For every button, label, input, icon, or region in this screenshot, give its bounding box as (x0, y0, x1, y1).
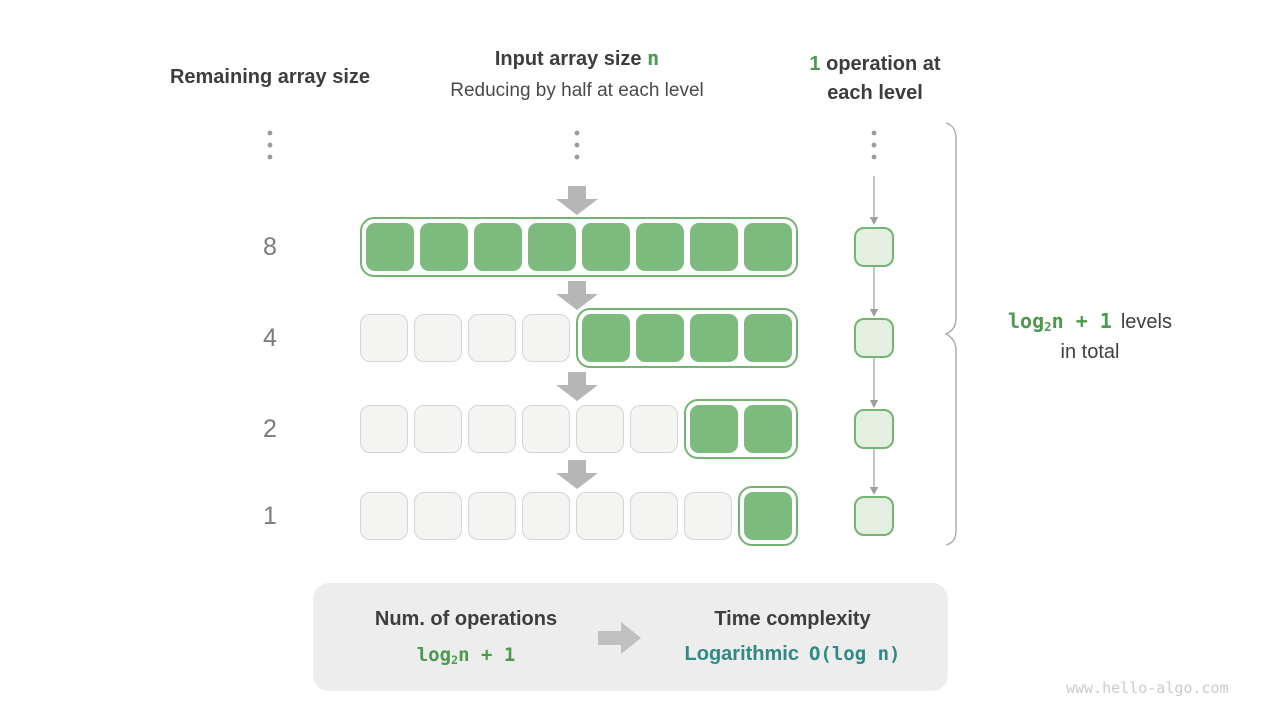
right-arrow-icon (598, 622, 641, 654)
array-cell-inactive (414, 492, 462, 540)
header-reduce-note: Reducing by half at each level (450, 80, 704, 101)
ellipsis-icon (871, 130, 877, 160)
array-cell-active (636, 223, 684, 271)
levels-formula: log2n + 1 (1008, 309, 1112, 335)
level-size-label: 1 (263, 502, 277, 530)
formula-log: log (416, 644, 452, 666)
header-operations-text: operation at each level (820, 53, 941, 104)
formula-rest: n + 1 (458, 644, 516, 666)
array-cell-active (744, 492, 792, 540)
summary-complexity-value: Logarithmic O(log n) (645, 643, 940, 666)
down-arrow-icon (556, 186, 598, 215)
array-cell-active (744, 405, 792, 453)
array-row (360, 217, 798, 277)
header-remaining-size: Remaining array size (169, 66, 371, 88)
formula-sub: 2 (451, 652, 459, 667)
array-cell-active (366, 223, 414, 271)
down-arrow-icon (556, 372, 598, 401)
array-row (360, 399, 798, 459)
header-input-size-text: Input array size (494, 48, 648, 70)
levels-suffix: levels (1120, 311, 1172, 333)
active-subarray-outline (738, 486, 798, 546)
array-cell-active (744, 223, 792, 271)
summary-operations: Num. of operations log2n + 1 (321, 583, 611, 667)
level-size-label: 2 (263, 415, 277, 443)
summary-complexity-title: Time complexity (714, 608, 871, 630)
header-input-size-n: n (647, 46, 660, 70)
array-cell-inactive (414, 314, 462, 362)
operation-square (854, 318, 894, 358)
header-input-size: Input array size n Reducing by half at e… (427, 46, 727, 102)
array-cell-inactive (684, 492, 732, 540)
array-cell-inactive (360, 314, 408, 362)
brace-icon (944, 122, 957, 546)
header-input-size-line1: Input array size n (427, 46, 727, 71)
header-operations-count: 1 (809, 53, 821, 75)
array-cell-inactive (360, 492, 408, 540)
active-subarray-outline (576, 308, 798, 368)
formula-sub: 2 (1044, 319, 1052, 335)
flow-arrow-icon (869, 358, 879, 408)
flow-arrow-icon (869, 176, 879, 225)
array-cell-inactive (522, 314, 570, 362)
complexity-name: Logarithmic (684, 643, 799, 665)
array-row (360, 308, 798, 368)
array-cell-inactive (468, 405, 516, 453)
operation-square (854, 227, 894, 267)
array-cell-active (690, 223, 738, 271)
brace-label-line1: log2n + 1 levels (990, 309, 1190, 334)
brace-label: log2n + 1 levels in total (990, 309, 1190, 364)
array-cell-inactive (360, 405, 408, 453)
header-operations: 1 operation at each level (790, 50, 960, 108)
array-cell-inactive (630, 405, 678, 453)
level-size-label: 4 (263, 324, 277, 352)
active-subarray-outline (684, 399, 798, 459)
summary-complexity: Time complexity Logarithmic O(log n) (645, 583, 940, 666)
array-cell-active (636, 314, 684, 362)
array-cell-inactive (576, 405, 624, 453)
ellipsis-icon (267, 130, 273, 160)
array-cell-inactive (522, 492, 570, 540)
array-cell-active (420, 223, 468, 271)
array-cell-active (690, 314, 738, 362)
array-cell-inactive (522, 405, 570, 453)
array-cell-inactive (468, 314, 516, 362)
ellipsis-icon (574, 130, 580, 160)
watermark: www.hello-algo.com (1066, 679, 1229, 697)
active-subarray-outline (360, 217, 798, 277)
brace-label-line2: in total (1060, 341, 1120, 364)
array-cell-active (528, 223, 576, 271)
array-cell-inactive (630, 492, 678, 540)
level-size-label: 8 (263, 233, 277, 261)
array-cell-inactive (576, 492, 624, 540)
array-cell-inactive (414, 405, 462, 453)
summary-operations-title: Num. of operations (374, 608, 558, 630)
operation-square (854, 409, 894, 449)
down-arrow-icon (556, 460, 598, 489)
array-cell-inactive (468, 492, 516, 540)
operation-square (854, 496, 894, 536)
array-cell-active (690, 405, 738, 453)
summary-operations-formula: log2n + 1 (321, 644, 611, 667)
flow-arrow-icon (869, 267, 879, 317)
array-row (360, 486, 798, 546)
array-cell-active (582, 223, 630, 271)
down-arrow-icon (556, 281, 598, 310)
formula-rest: n + 1 (1051, 309, 1112, 333)
flow-arrow-icon (869, 449, 879, 495)
array-cell-active (582, 314, 630, 362)
complexity-big-o: O(log n) (808, 643, 901, 665)
array-cell-active (474, 223, 522, 271)
array-cell-active (744, 314, 792, 362)
formula-log: log (1008, 309, 1045, 333)
